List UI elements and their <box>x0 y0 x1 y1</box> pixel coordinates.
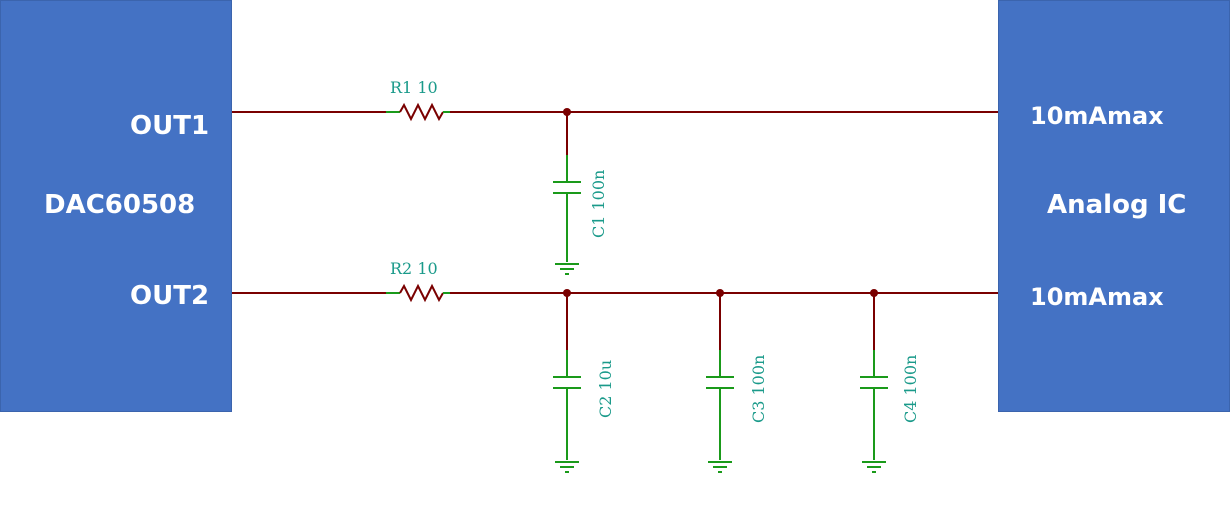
analog-ic-pin1-label: 10mAmax <box>1030 102 1164 130</box>
junction-dot <box>870 289 878 297</box>
ground-icon <box>708 461 732 473</box>
c1-label: C1 100n <box>589 170 608 238</box>
dac-out2-label: OUT2 <box>130 281 210 311</box>
dac-out1-label: OUT1 <box>130 111 210 141</box>
dac-block <box>0 0 232 412</box>
junction-dot <box>563 108 571 116</box>
net-out2 <box>232 292 998 350</box>
ground-icon <box>555 461 579 473</box>
resistor-r1 <box>386 102 450 122</box>
analog-ic-pin2-label: 10mAmax <box>1030 283 1164 311</box>
analog-ic-block <box>998 0 1230 412</box>
dac-name-label: DAC60508 <box>44 190 196 220</box>
junctions <box>563 108 878 297</box>
analog-ic-name-label: Analog IC <box>1047 190 1187 220</box>
net-out1 <box>232 111 998 155</box>
capacitor-c4 <box>860 350 888 460</box>
r2-label: R2 10 <box>390 259 438 278</box>
c3-label: C3 100n <box>749 355 768 423</box>
ground-icon <box>555 263 579 275</box>
c2-label: C2 10u <box>596 360 615 418</box>
c4-label: C4 100n <box>901 355 920 423</box>
capacitor-c1 <box>553 155 581 262</box>
junction-dot <box>563 289 571 297</box>
capacitor-c3 <box>706 350 734 460</box>
junction-dot <box>716 289 724 297</box>
capacitor-c2 <box>553 350 581 460</box>
r1-label: R1 10 <box>390 78 438 97</box>
ground-icon <box>862 461 886 473</box>
resistor-r2 <box>386 283 450 303</box>
